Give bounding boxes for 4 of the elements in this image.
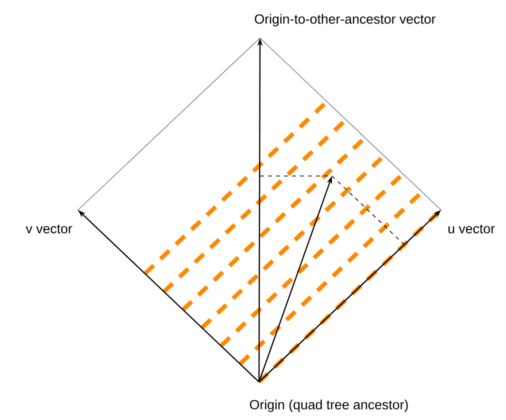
vector-label: Origin-to-other-ancestor vector [254,14,436,26]
vector-label: u vector [448,224,495,234]
vector-label: Origin (quad tree ancestor) [250,400,408,412]
vector-label: v vector [26,224,72,234]
